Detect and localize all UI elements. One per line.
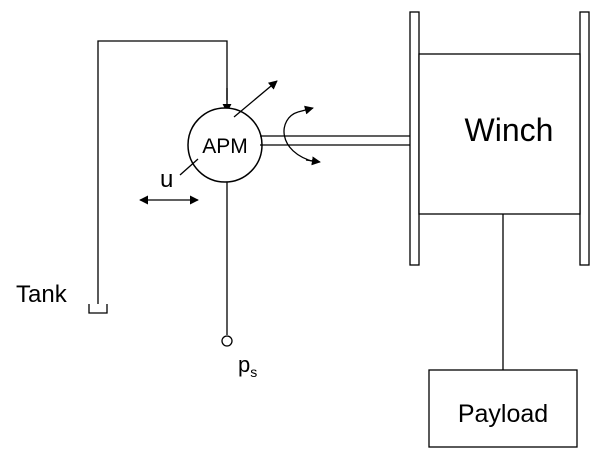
supply-port xyxy=(221,335,233,347)
tank-return-line xyxy=(97,40,228,304)
apm-label: APM xyxy=(202,135,248,158)
payload-label: Payload xyxy=(458,400,548,428)
rotation-arrow-head-bottom xyxy=(305,156,321,166)
payload-box xyxy=(428,369,578,448)
control-input-line xyxy=(179,158,199,176)
winch-left-flange xyxy=(409,11,420,266)
variable-displacement-arrow xyxy=(233,80,278,118)
supply-pressure-label: ps xyxy=(238,352,257,380)
tank-label: Tank xyxy=(16,281,68,308)
winch-label: Winch xyxy=(465,112,554,148)
tank-symbol xyxy=(88,304,108,314)
rotation-arrow-head-top xyxy=(297,105,314,115)
control-input-label: u xyxy=(160,166,173,193)
rotation-arrow xyxy=(283,111,316,163)
winch-drum xyxy=(418,53,581,215)
winch-right-flange xyxy=(579,11,590,266)
